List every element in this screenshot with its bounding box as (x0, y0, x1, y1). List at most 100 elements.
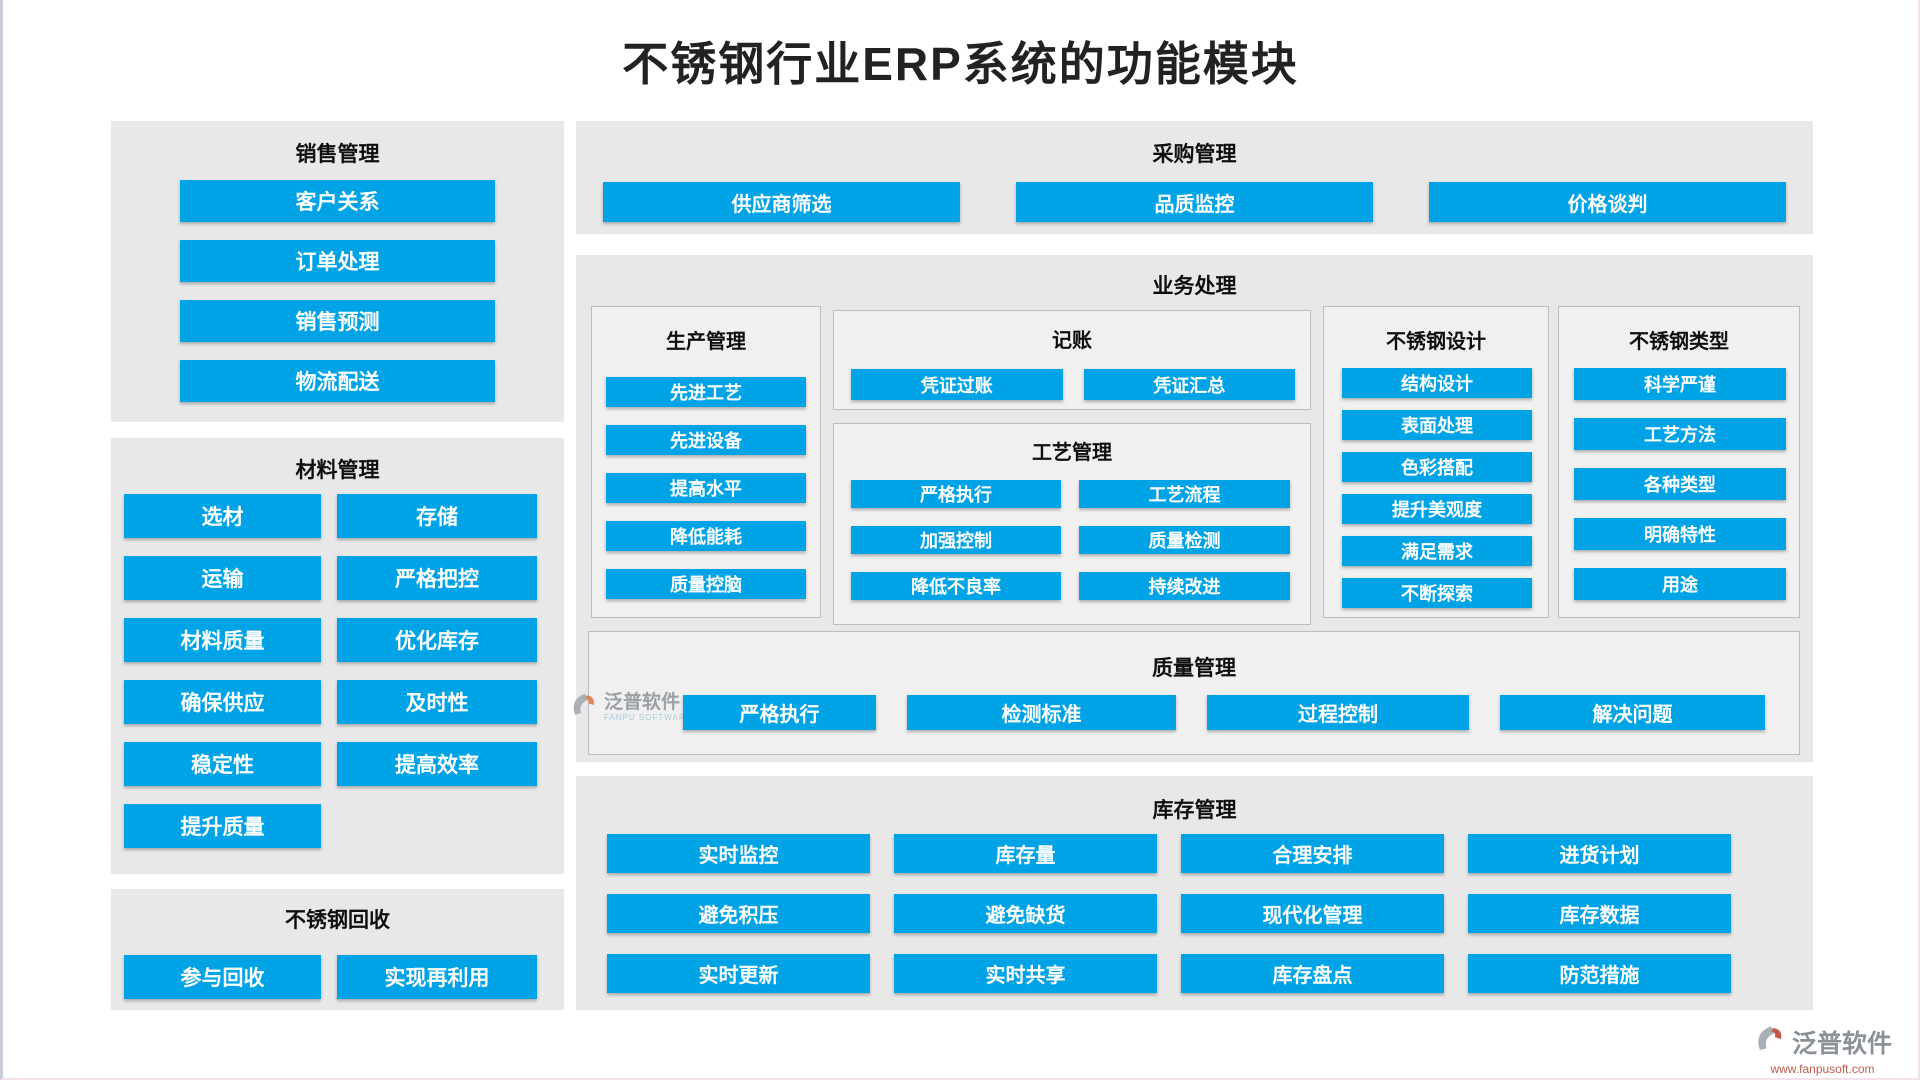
module-button[interactable]: 质量检测 (1079, 526, 1290, 554)
module-button[interactable]: 持续改进 (1079, 572, 1290, 600)
types-button-list: 科学严谨工艺方法各种类型明确特性用途 (1574, 368, 1786, 600)
module-button[interactable]: 严格把控 (337, 556, 537, 600)
module-button[interactable]: 工艺流程 (1079, 480, 1290, 508)
module-button[interactable]: 品质监控 (1016, 182, 1373, 222)
process-button-grid: 严格执行工艺流程加强控制质量检测降低不良率持续改进 (851, 480, 1290, 600)
module-button[interactable]: 价格谈判 (1429, 182, 1786, 222)
module-button[interactable]: 确保供应 (124, 680, 321, 724)
design-button-list: 结构设计表面处理色彩搭配提升美观度满足需求不断探索 (1342, 368, 1532, 608)
module-button[interactable]: 实时监控 (607, 834, 870, 873)
module-button[interactable]: 库存量 (894, 834, 1157, 873)
module-button[interactable]: 降低能耗 (606, 521, 806, 551)
design-title: 不锈钢设计 (1386, 331, 1486, 353)
module-button[interactable]: 实时共享 (894, 954, 1157, 993)
module-button[interactable]: 凭证汇总 (1083, 369, 1295, 400)
module-button[interactable]: 科学严谨 (1574, 368, 1786, 400)
module-button[interactable]: 材料质量 (124, 618, 321, 662)
recycle-button-grid: 参与回收实现再利用 (124, 955, 537, 999)
sales-button-list: 客户关系订单处理销售预测物流配送 (180, 180, 495, 402)
business-title: 业务处理 (1152, 275, 1237, 298)
page-title: 不锈钢行业ERP系统的功能模块 (622, 38, 1299, 90)
module-button[interactable]: 客户关系 (180, 180, 495, 222)
fanpu-logo-icon (1753, 1022, 1787, 1061)
module-button[interactable]: 表面处理 (1342, 410, 1532, 440)
module-button[interactable]: 严格执行 (683, 695, 876, 730)
module-button[interactable]: 解决问题 (1500, 695, 1765, 730)
subsection-production: 生产管理 先进工艺先进设备提高水平降低能耗质量控脑 (591, 306, 821, 618)
module-button[interactable]: 加强控制 (851, 526, 1061, 554)
module-button[interactable]: 严格执行 (851, 480, 1061, 508)
module-button[interactable]: 过程控制 (1207, 695, 1469, 730)
inventory-button-grid: 实时监控库存量合理安排进货计划避免积压避免缺货现代化管理库存数据实时更新实时共享… (607, 834, 1731, 993)
material-button-grid: 选材存储运输严格把控材料质量优化库存确保供应及时性稳定性提高效率提升质量 (124, 494, 537, 848)
module-button[interactable]: 凭证过账 (851, 369, 1063, 400)
module-button[interactable]: 避免积压 (607, 894, 870, 933)
types-title: 不锈钢类型 (1629, 331, 1729, 353)
subsection-process: 工艺管理 严格执行工艺流程加强控制质量检测降低不良率持续改进 (833, 423, 1311, 625)
subsection-bookkeeping: 记账 凭证过账凭证汇总 (833, 310, 1311, 410)
module-button[interactable]: 质量控脑 (606, 569, 806, 599)
module-button[interactable]: 提高水平 (606, 473, 806, 503)
section-material: 材料管理 选材存储运输严格把控材料质量优化库存确保供应及时性稳定性提高效率提升质… (111, 438, 564, 874)
subsection-quality: 质量管理 严格执行检测标准过程控制解决问题 (588, 631, 1800, 755)
module-button[interactable]: 稳定性 (124, 742, 321, 786)
module-button[interactable]: 实时更新 (607, 954, 870, 993)
module-button[interactable]: 供应商筛选 (603, 182, 960, 222)
module-button[interactable]: 用途 (1574, 568, 1786, 600)
module-button[interactable]: 销售预测 (180, 300, 495, 342)
module-button[interactable]: 提高效率 (337, 742, 537, 786)
module-button[interactable]: 防范措施 (1468, 954, 1731, 993)
module-button[interactable]: 及时性 (337, 680, 537, 724)
production-title: 生产管理 (666, 331, 746, 353)
module-button[interactable]: 工艺方法 (1574, 418, 1786, 450)
bookkeeping-title: 记账 (1052, 330, 1092, 352)
production-button-list: 先进工艺先进设备提高水平降低能耗质量控脑 (606, 377, 806, 599)
module-button[interactable]: 合理安排 (1181, 834, 1444, 873)
watermark-brand: 泛普软件 (604, 691, 681, 713)
module-button[interactable]: 实现再利用 (337, 955, 537, 999)
module-button[interactable]: 降低不良率 (851, 572, 1061, 600)
module-button[interactable]: 提升质量 (124, 804, 321, 848)
recycle-title: 不锈钢回收 (285, 909, 390, 932)
module-button[interactable]: 避免缺货 (894, 894, 1157, 933)
module-button[interactable]: 明确特性 (1574, 518, 1786, 550)
module-button[interactable]: 运输 (124, 556, 321, 600)
module-button[interactable]: 检测标准 (907, 695, 1176, 730)
module-button[interactable]: 选材 (124, 494, 321, 538)
inventory-title: 库存管理 (1152, 799, 1237, 822)
section-sales: 销售管理 客户关系订单处理销售预测物流配送 (111, 121, 564, 422)
section-procurement: 采购管理 供应商筛选 品质监控 价格谈判 (576, 121, 1813, 234)
module-button[interactable]: 提升美观度 (1342, 494, 1532, 524)
module-button[interactable]: 现代化管理 (1181, 894, 1444, 933)
bookkeeping-button-row: 凭证过账凭证汇总 (851, 369, 1295, 400)
watermark-inline: 泛普软件 FANPU SOFTWARE (569, 690, 692, 725)
module-button[interactable]: 不断探索 (1342, 578, 1532, 608)
module-button[interactable]: 优化库存 (337, 618, 537, 662)
module-button[interactable]: 参与回收 (124, 955, 321, 999)
watermark-brand: 泛普软件 (1791, 1029, 1892, 1058)
watermark-footer: 泛普软件 www.fanpusoft.com (1753, 1022, 1892, 1076)
procurement-button-row: 供应商筛选 品质监控 价格谈判 (603, 182, 1786, 222)
module-button[interactable]: 先进工艺 (606, 377, 806, 407)
fanpu-logo-icon (569, 690, 599, 725)
module-button[interactable]: 先进设备 (606, 425, 806, 455)
module-button[interactable]: 进货计划 (1468, 834, 1731, 873)
module-button[interactable]: 物流配送 (180, 360, 495, 402)
procurement-title: 采购管理 (1152, 143, 1237, 166)
watermark-url: www.fanpusoft.com (1770, 1062, 1875, 1076)
module-button[interactable]: 存储 (337, 494, 537, 538)
sales-title: 销售管理 (295, 143, 380, 166)
module-button[interactable]: 库存数据 (1468, 894, 1731, 933)
module-button[interactable]: 色彩搭配 (1342, 452, 1532, 482)
module-button[interactable]: 结构设计 (1342, 368, 1532, 398)
section-recycle: 不锈钢回收 参与回收实现再利用 (111, 889, 564, 1010)
quality-title: 质量管理 (1152, 657, 1236, 680)
module-button[interactable]: 库存盘点 (1181, 954, 1444, 993)
module-button[interactable]: 各种类型 (1574, 468, 1786, 500)
module-button[interactable]: 订单处理 (180, 240, 495, 282)
material-title: 材料管理 (295, 459, 380, 482)
subsection-types: 不锈钢类型 科学严谨工艺方法各种类型明确特性用途 (1558, 306, 1800, 618)
quality-button-row: 严格执行检测标准过程控制解决问题 (589, 695, 1799, 730)
module-button[interactable]: 满足需求 (1342, 536, 1532, 566)
